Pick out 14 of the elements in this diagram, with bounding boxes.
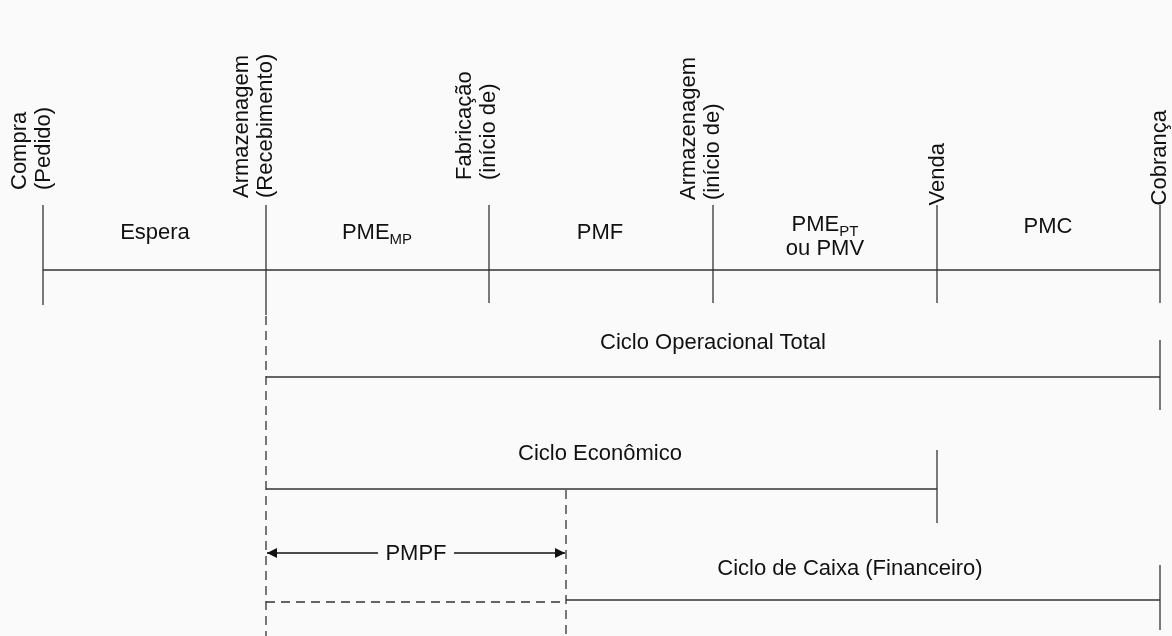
- period-label: PMF: [576, 220, 624, 244]
- period-label: PME$_{MP}$: [341, 220, 413, 244]
- period-label: Espera: [120, 220, 190, 244]
- event-label: Fabricação (início de): [452, 70, 500, 180]
- period-label: PME$_{PT}$ ou PMV: [784, 212, 866, 260]
- cycle-label: Ciclo de Caixa (Financeiro): [717, 556, 983, 580]
- cycle-label: Ciclo Operacional Total: [600, 330, 826, 354]
- event-label: Cobrança: [1147, 109, 1171, 205]
- event-label: Armazenagem (Recebimento): [229, 52, 277, 198]
- event-label: Venda: [925, 142, 949, 205]
- cycle-label: Ciclo Econômico: [518, 441, 682, 465]
- event-label: Compra (Pedido): [7, 105, 55, 190]
- event-label: Armazenagem (início de): [676, 55, 724, 200]
- period-label: PMC: [1023, 214, 1073, 238]
